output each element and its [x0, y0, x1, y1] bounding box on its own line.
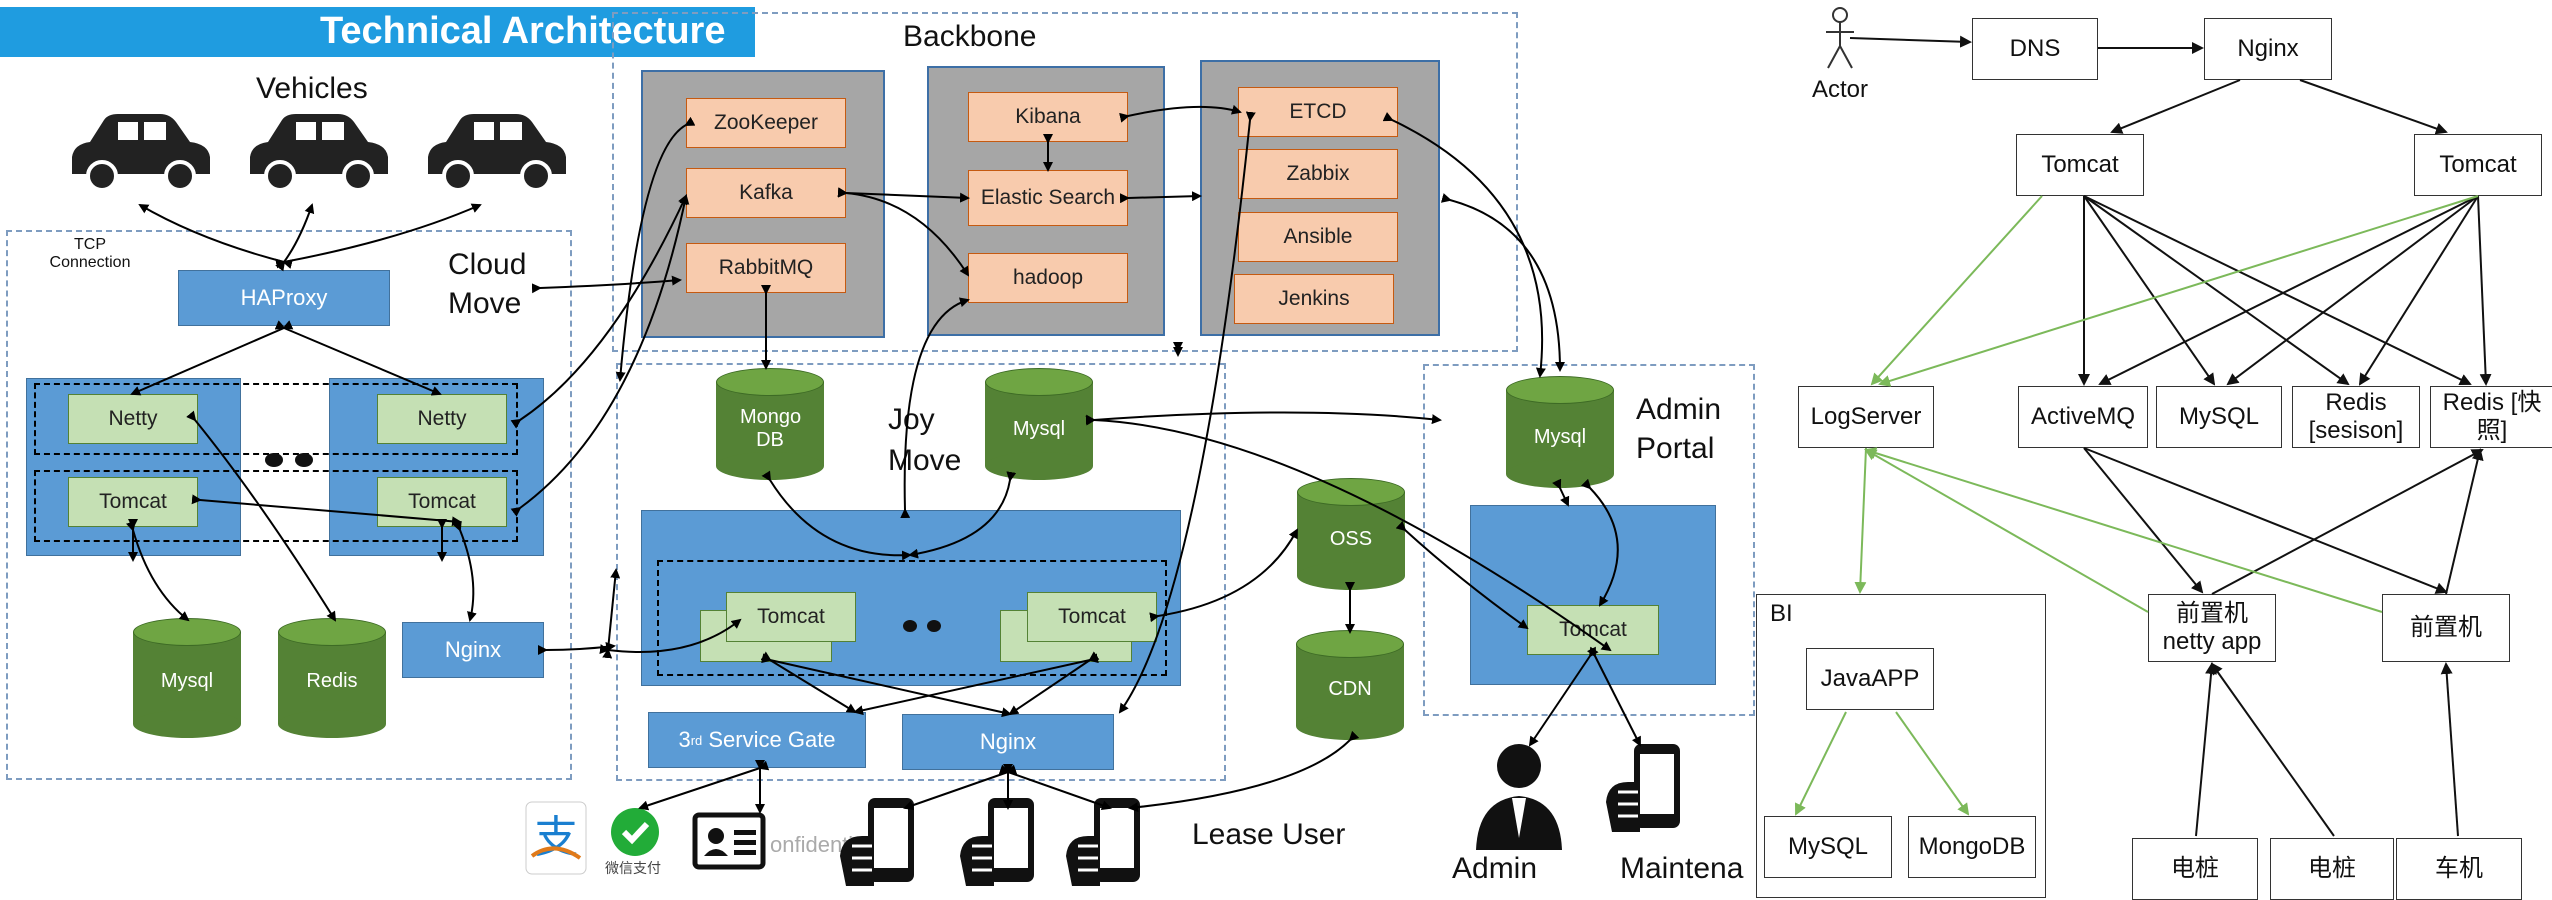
- vehicle-machine-node: 车机: [2396, 838, 2522, 900]
- admin-user-icon: [1476, 744, 1562, 850]
- svg-text:支: 支: [534, 812, 578, 863]
- tomcat-node: Tomcat: [1527, 605, 1659, 655]
- wechat-pay-icon: [611, 808, 659, 856]
- cdn-db: CDN: [1296, 630, 1404, 740]
- haproxy-node: HAProxy: [178, 270, 390, 326]
- logserver-node: LogServer: [1798, 386, 1934, 448]
- pile-node: 电桩: [2132, 838, 2258, 900]
- redis-snapshot-node: Redis [快照]: [2430, 386, 2552, 448]
- zabbix-node: Zabbix: [1238, 149, 1398, 199]
- nginx-node: Nginx: [2204, 18, 2332, 80]
- dns-node: DNS: [1972, 18, 2098, 80]
- mysql-db: Mysql: [985, 368, 1093, 480]
- mongodb-db: Mongo DB: [716, 368, 824, 480]
- activemq-node: ActiveMQ: [2018, 386, 2148, 448]
- pile-node: 电桩: [2270, 838, 2394, 900]
- tcp-connection-label: TCP Connection: [49, 236, 131, 271]
- admin-portal-label: Admin Portal: [1636, 393, 1722, 465]
- ansible-node: Ansible: [1238, 212, 1398, 262]
- elasticsearch-node: Elastic Search: [968, 170, 1128, 226]
- mysql-db: Mysql: [133, 618, 241, 738]
- nginx-node: Nginx: [902, 714, 1114, 770]
- ellipsis-icon: [903, 620, 941, 632]
- zookeeper-node: ZooKeeper: [686, 98, 846, 148]
- mongodb-node: MongoDB: [1908, 816, 2036, 878]
- alipay-icon: 支: [525, 801, 587, 875]
- kafka-node: Kafka: [686, 168, 846, 218]
- kibana-node: Kibana: [968, 92, 1128, 142]
- etcd-node: ETCD: [1238, 87, 1398, 137]
- jenkins-node: Jenkins: [1234, 274, 1394, 324]
- phone-hand-icon: [1606, 744, 1680, 832]
- admin-user-label: Admin: [1452, 852, 1538, 885]
- redis-db: Redis: [278, 618, 386, 738]
- car-icon: [72, 114, 210, 192]
- id-card-icon: [692, 812, 766, 870]
- javaapp-node: JavaAPP: [1806, 648, 1934, 710]
- page-title: Technical Architecture: [320, 10, 726, 52]
- netty-node: Netty: [377, 394, 507, 444]
- maintenance-user-label: Maintena: [1620, 852, 1744, 885]
- cloud-move-label: Cloud Move: [448, 248, 527, 320]
- car-icon: [428, 114, 566, 192]
- joy-move-label: Joy Move: [888, 403, 962, 477]
- front-netty-node: 前置机 netty app: [2148, 594, 2276, 662]
- tomcat-node: Tomcat: [377, 477, 507, 527]
- wechat-pay-label: 微信支付: [605, 860, 661, 876]
- mysql-db: Mysql: [1506, 376, 1614, 488]
- mysql-node: MySQL: [1764, 816, 1892, 878]
- oss-db: OSS: [1297, 478, 1405, 590]
- actor-icon: [1826, 7, 1854, 69]
- ellipsis-icon: [265, 453, 313, 467]
- rabbitmq-node: RabbitMQ: [686, 243, 846, 293]
- tomcat-node: Tomcat: [726, 592, 856, 642]
- admin-server: [1470, 505, 1716, 685]
- front-node: 前置机: [2382, 594, 2510, 662]
- actor-label: Actor: [1812, 76, 1869, 103]
- phone-hand-icon: [840, 798, 914, 886]
- vehicles-label: Vehicles: [256, 72, 368, 105]
- nginx-node: Nginx: [402, 622, 544, 678]
- phone-hand-icon: [1066, 798, 1140, 886]
- car-icon: [250, 114, 388, 192]
- bi-label: BI: [1770, 600, 1793, 627]
- tomcat-node: Tomcat: [2016, 134, 2144, 196]
- hadoop-node: hadoop: [968, 253, 1128, 303]
- title-banner: [0, 7, 755, 57]
- backbone-label: Backbone: [903, 20, 1037, 53]
- phone-hand-icon: [960, 798, 1034, 886]
- lease-user-label: Lease User: [1192, 818, 1346, 851]
- netty-node: Netty: [68, 394, 198, 444]
- tomcat-node: Tomcat: [68, 477, 198, 527]
- redis-session-node: Redis [sesison]: [2292, 386, 2420, 448]
- tomcat-node: Tomcat: [2414, 134, 2542, 196]
- tomcat-node: Tomcat: [1027, 592, 1157, 642]
- mysql-node: MySQL: [2156, 386, 2282, 448]
